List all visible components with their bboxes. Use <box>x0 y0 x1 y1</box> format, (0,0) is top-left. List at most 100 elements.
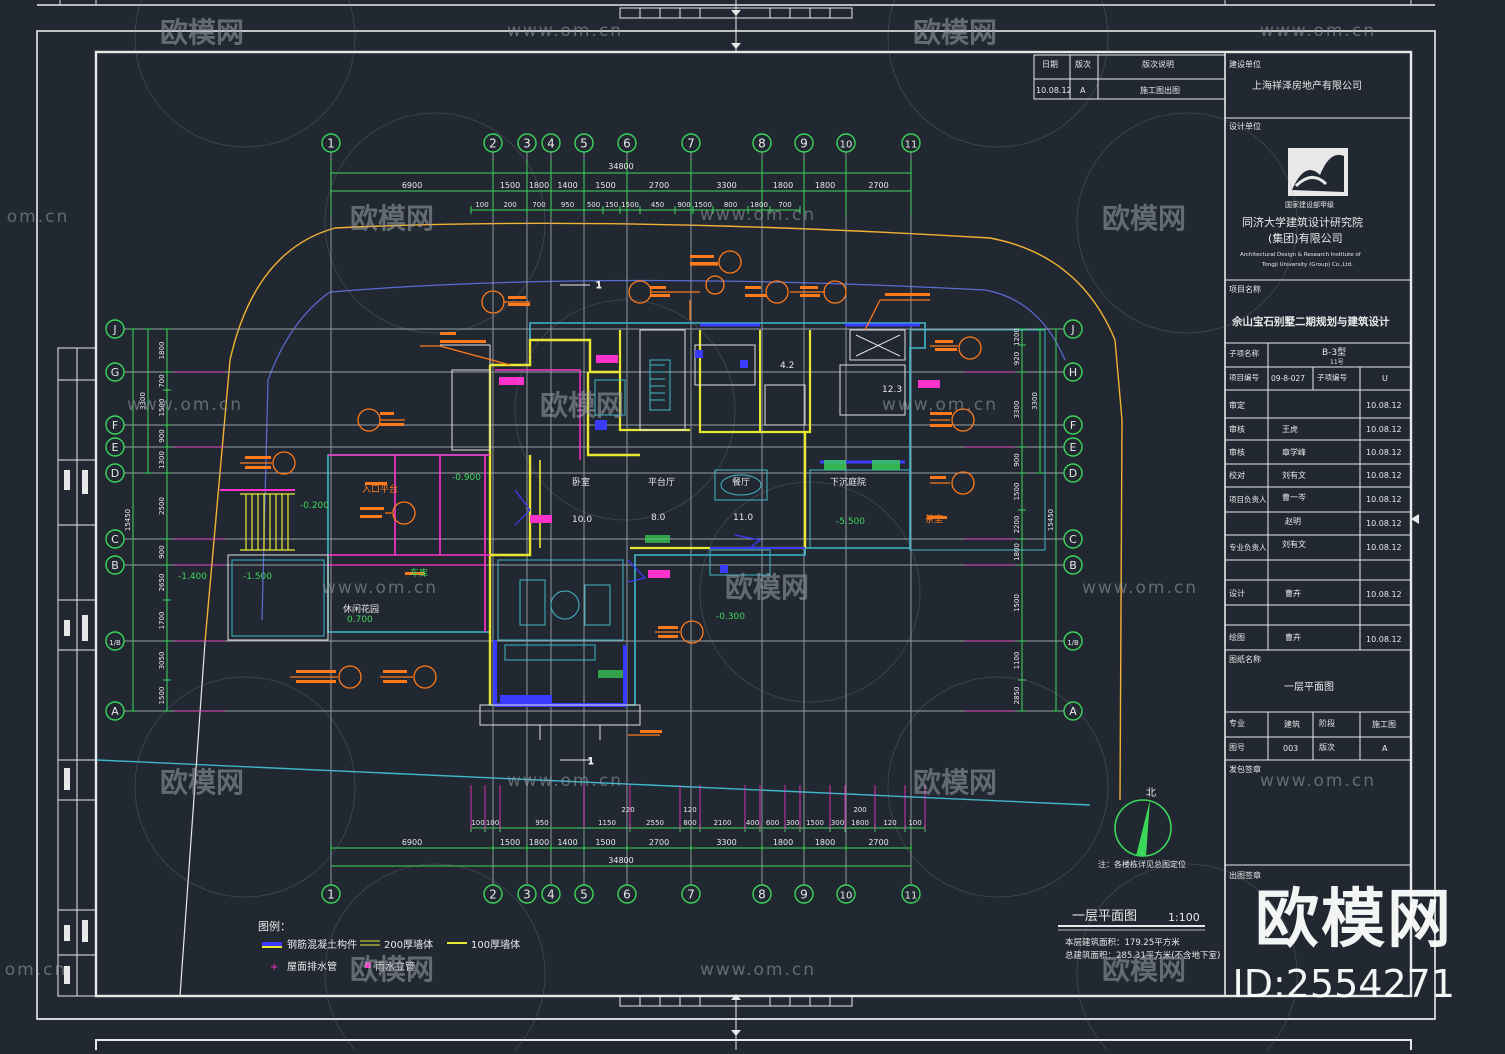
svg-text:7: 7 <box>687 137 695 151</box>
column-bubble-7-top: 7 <box>681 133 701 153</box>
room-garden: 休闲花园 <box>343 603 379 615</box>
dim-right-label-4: 1500 <box>1013 483 1021 501</box>
watermark-url-partial-0: om.cn <box>7 207 70 227</box>
site-boundary <box>96 222 1123 997</box>
svg-text:1: 1 <box>596 281 602 291</box>
row-bubble-H-right: H <box>1063 362 1083 382</box>
svg-text:H: H <box>1069 366 1077 379</box>
north-label: 北 <box>1146 787 1156 799</box>
row-bubble-A-right: A <box>1063 701 1083 721</box>
svg-text:4: 4 <box>547 888 555 902</box>
sig-role-1: 审核 <box>1229 424 1245 434</box>
dim-left-label-6: 900 <box>158 545 166 558</box>
svg-text:7: 7 <box>687 888 695 902</box>
approval-label: 发包签章 <box>1229 764 1261 774</box>
column-bubble-9-top: 9 <box>794 133 814 153</box>
rev-head-desc: 版次说明 <box>1142 59 1174 69</box>
svg-text:1/B: 1/B <box>109 639 121 647</box>
column-bubble-1-bottom: 1 <box>321 884 341 904</box>
legend-concrete: 钢筋混凝土构件 <box>287 938 357 951</box>
dim-total-bottom: 34800 <box>608 856 633 865</box>
column-bubble-5-bottom: 5 <box>574 884 594 904</box>
subproject-label: 子项名称 <box>1229 348 1259 358</box>
column-bubble-8-top: 8 <box>752 133 772 153</box>
dim-bottom-sub-label-3: 1150 <box>598 819 616 827</box>
client-label: 建设单位 <box>1229 59 1261 69</box>
dim-right-label-9: 2850 <box>1013 687 1021 705</box>
dim-bottom-sub-label-5: 800 <box>683 819 696 827</box>
level-sunken: 下沉庭院 <box>830 476 866 488</box>
rev-ver: A <box>1080 86 1086 95</box>
rev-head-date: 日期 <box>1042 60 1058 69</box>
stamp-label: 出图签章 <box>1229 870 1261 880</box>
svg-text:8: 8 <box>758 137 766 151</box>
svg-text:欧模网: 欧模网 <box>913 16 997 49</box>
svg-text:+: + <box>270 962 278 973</box>
svg-text:9: 9 <box>800 888 808 902</box>
dim-top-sub-label-1: 200 <box>503 201 516 209</box>
row-bubble-1/B-right: 1/B <box>1063 631 1083 651</box>
row-bubble-A-left: A <box>105 701 125 721</box>
staircase <box>220 489 295 551</box>
watermark-url-4: www.om.cn <box>507 771 623 791</box>
row-bubble-F-right: F <box>1063 415 1083 435</box>
svg-text:6: 6 <box>623 137 631 151</box>
svg-text:J: J <box>112 323 116 336</box>
dimension-lines <box>129 160 1060 867</box>
designer-name-1: 同济大学建筑设计研究院 <box>1242 215 1363 229</box>
dim-bottom-label-9: 2700 <box>868 838 888 847</box>
column-bubble-3-bottom: 3 <box>517 884 537 904</box>
sig-role-8: 绘图 <box>1229 632 1245 642</box>
sig-date-6: 10.08.12 <box>1366 543 1402 552</box>
svg-text:B: B <box>1069 559 1077 572</box>
drawing-title-text: 一层平面图 <box>1072 909 1137 924</box>
watermark-brand-3: 欧模网 <box>1076 112 1298 334</box>
discipline-value: 建筑 <box>1284 719 1300 729</box>
svg-text:11: 11 <box>905 891 918 902</box>
section-marks: 1 1 <box>560 281 602 768</box>
level-m0200: -0.200 <box>300 501 329 511</box>
svg-text:B: B <box>111 559 119 572</box>
dim-top-sub-label-9: 1500 <box>694 201 712 209</box>
dim-bottom-sub-label-7: 400 <box>746 819 759 827</box>
subproject-sub: 11号 <box>1330 359 1344 366</box>
subitem-no: U <box>1382 374 1388 383</box>
column-bubble-1-top: 1 <box>321 133 341 153</box>
dim-left-label-4: 1300 <box>158 451 166 469</box>
north-arrow: 北 注：各楼栋详见总图定位 <box>1098 787 1186 869</box>
dim-left-label-5: 2500 <box>158 497 166 515</box>
sig-name-4: 曹一岑 <box>1282 492 1306 502</box>
svg-text:G: G <box>111 366 120 379</box>
sig-date-4: 10.08.12 <box>1366 495 1402 504</box>
column-bubble-2-top: 2 <box>483 133 503 153</box>
svg-text:A: A <box>1069 705 1077 718</box>
version-label: 版次 <box>1319 742 1335 752</box>
designer-cert: 国家建设部甲级 <box>1285 200 1334 209</box>
level-m5500: -5.500 <box>836 517 865 527</box>
level-11: 11.0 <box>733 513 753 523</box>
dim-left-label-9: 3050 <box>158 652 166 670</box>
sig-date-3: 10.08.12 <box>1366 471 1402 480</box>
sig-date-7: 10.08.12 <box>1366 590 1402 599</box>
axis-grid-lines <box>124 152 1064 885</box>
dim-bottom-sub-label-11: 300 <box>831 819 844 827</box>
dim-left-total-a-label-0: 3300 <box>139 392 147 410</box>
dim-left-label-3: 900 <box>158 429 166 442</box>
dim-left-total-b-label-0: 15450 <box>124 509 132 531</box>
area-line-1: 本层建筑面积：179.25平方米 <box>1065 937 1180 948</box>
dim-top-sub-label-10: 800 <box>724 201 737 209</box>
dim-bottom-upper-0: 220 <box>621 806 634 814</box>
svg-text:5: 5 <box>580 137 588 151</box>
level-4-2: 4.2 <box>780 361 794 371</box>
level-bedroom: 卧室 <box>572 476 590 488</box>
watermark-url-partial-1: om.cn <box>5 960 68 980</box>
project-label: 项目名称 <box>1229 284 1261 294</box>
sig-name-3: 刘有文 <box>1282 470 1306 480</box>
svg-text:欧模网: 欧模网 <box>350 202 434 235</box>
svg-text:2: 2 <box>489 888 497 902</box>
svg-text:欧模网: 欧模网 <box>350 953 434 986</box>
project-name: 佘山宝石别墅二期规划与建筑设计 <box>1231 315 1390 328</box>
watermark-url-3: www.om.cn <box>1082 578 1198 598</box>
dim-top-sub-label-4: 500 <box>587 201 600 209</box>
